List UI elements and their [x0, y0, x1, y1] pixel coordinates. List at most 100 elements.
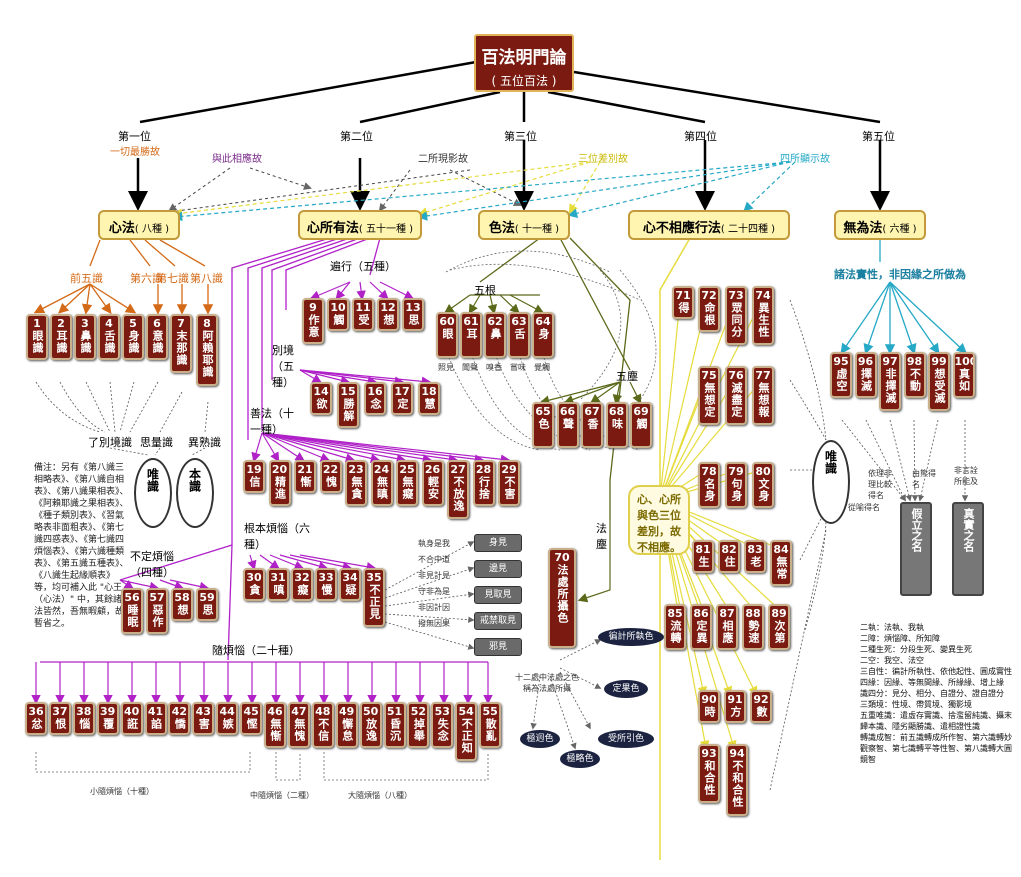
dharma-number: 29 [501, 463, 517, 476]
heart-label-1: 了別境識 [88, 436, 132, 449]
form-root-note: 覺觸 [534, 363, 550, 372]
heart-group-front5: 前五識 [70, 272, 103, 285]
dharma-name: 文身 [757, 478, 770, 502]
form-root-note: 照見 [438, 363, 454, 372]
dharma-name: 輕安 [426, 476, 440, 500]
dharma-name: 睡眠 [126, 604, 139, 628]
dharma-number: 13 [405, 301, 421, 314]
dharma-name: 舌識 [103, 330, 116, 354]
title-main: 百法明門論 [481, 48, 567, 68]
dharma-number: 38 [76, 705, 92, 718]
dharma-name: 受 [357, 314, 370, 326]
dharma-number: 3 [81, 317, 89, 330]
dharma-number: 2 [57, 317, 65, 330]
dharma-name: 思 [201, 604, 214, 616]
legend: 二執：法執、我執二障：煩惱障、所知障二種生死：分段生死、變異生死二空：我空、法空… [860, 622, 1018, 765]
dharma-name: 和合性 [703, 760, 716, 796]
five-roots-label: 五根 [474, 284, 496, 297]
uncond-note-1: 依理非理比較得名 [868, 469, 892, 500]
dharma-name: 鼻識 [79, 330, 92, 354]
dharma-number: 18 [421, 385, 437, 398]
nonassociated-note: 心、心所與色三位差別，故不相應。 [628, 485, 690, 555]
secondary-label: 隨煩惱（二十種） [212, 644, 300, 657]
position-5: 第五位 [862, 130, 895, 143]
dharma-name: 無慚 [269, 718, 282, 742]
position-3: 第三位 [504, 130, 537, 143]
dharma-name: 想受滅 [933, 368, 946, 404]
category-form: 色法( 十一種 ) [478, 210, 570, 240]
dharma-name: 行捨 [477, 476, 491, 500]
dharma-number: 25 [399, 463, 415, 476]
dharma-number: 4 [105, 317, 113, 330]
dharma-name: 誑 [125, 718, 139, 730]
dharma-number: 8 [203, 317, 211, 330]
dharma-name: 惱 [77, 718, 91, 730]
dharma-number: 1 [33, 317, 41, 330]
dharma-name: 想 [176, 604, 189, 616]
dharma-number: 61 [463, 315, 479, 328]
dharma-number: 90 [701, 693, 717, 706]
dharma-number: 48 [315, 705, 331, 718]
false-name-box: 假立之名 [900, 502, 932, 596]
dharma-name: 觸 [332, 314, 345, 326]
dharma-number: 66 [559, 405, 576, 418]
diagram-title: 百法明門論 ( 五位百法 ) [474, 34, 574, 92]
dharma-number: 10 [330, 301, 346, 314]
dharma-name: 真如 [957, 368, 971, 392]
dharma-name: 不和合性 [731, 760, 744, 808]
dharma-name: 不害 [503, 476, 516, 500]
dharma-name: 得 [677, 302, 690, 314]
dharma-number: 41 [147, 705, 164, 718]
dharma-number: 45 [243, 705, 259, 718]
dharma-name: 擇滅 [859, 368, 873, 392]
legend-entry: 二障：煩惱障、所知障 [860, 634, 940, 643]
dharma-name: 數 [755, 706, 768, 718]
dharma-name: 名身 [703, 478, 716, 502]
dharma-number: 30 [246, 571, 262, 584]
legend-entry: 三類境：性境、帶質境、獨影境 [860, 700, 972, 709]
category-nonassociated: 心不相應行法( 二十四種 ) [628, 210, 790, 240]
dharma-name: 勢速 [747, 620, 760, 644]
root-affliction-label: 根本煩惱（六種） [244, 522, 310, 551]
dharma-number: 83 [747, 543, 763, 556]
dharma-name: 老 [749, 556, 762, 568]
heart-label-3: 異熟識 [188, 436, 221, 449]
dharma-dust-oval: 徧計所執色 [598, 628, 664, 646]
dharma-name: 不正見 [368, 584, 381, 620]
dharma-name: 身 [537, 328, 550, 340]
consciousness-only-circle: 唯識 [134, 458, 172, 528]
unconditioned-dharma-100: 100真如 [952, 352, 975, 398]
dharma-number: 100 [954, 355, 973, 368]
dharma-number: 70 [554, 551, 570, 564]
dharma-number: 57 [149, 591, 165, 604]
dharma-name: 香 [586, 418, 599, 430]
dharma-name: 無瞋 [375, 476, 389, 500]
